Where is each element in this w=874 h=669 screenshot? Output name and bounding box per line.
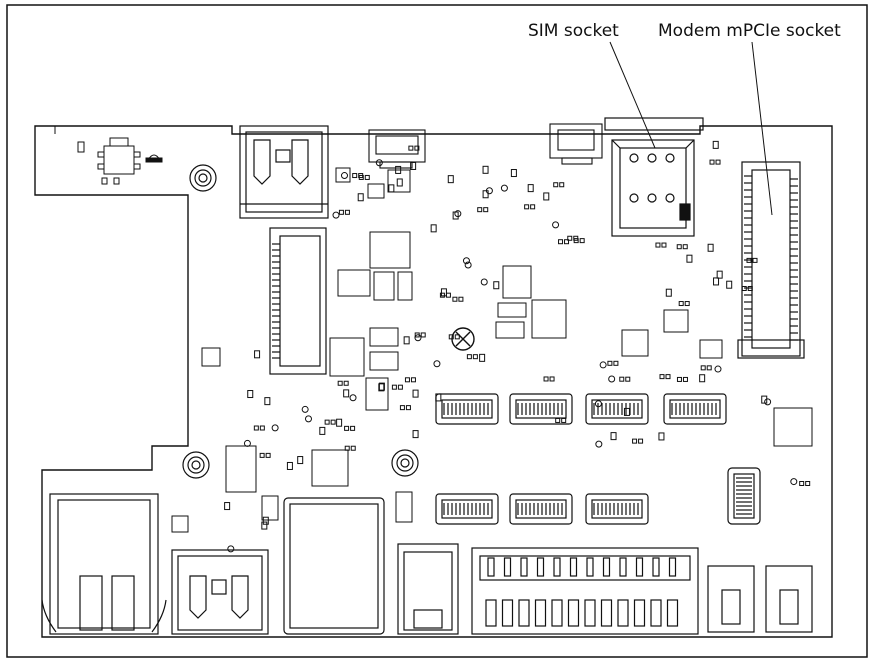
mounting-hole-icon	[182, 451, 210, 479]
board-outline	[34, 125, 833, 638]
outer-border	[6, 4, 868, 658]
vertical-b2b-connector	[727, 467, 761, 525]
micro-usb-top	[368, 129, 426, 169]
micro-usb-top-2	[549, 123, 603, 165]
tactile-switch	[77, 137, 163, 185]
card-connector-bottom	[397, 543, 459, 635]
passive-components	[224, 140, 811, 553]
large-connector-bottom	[283, 497, 385, 635]
sim-leader-line	[609, 41, 656, 149]
slide-switches	[707, 565, 813, 633]
sim-socket	[604, 117, 704, 237]
terminal-block	[471, 547, 699, 635]
board-to-board-connectors	[435, 393, 727, 525]
usb-a-connector-top	[239, 125, 329, 219]
usb-a-connector-bottom	[171, 549, 269, 635]
modem-leader-line	[751, 41, 773, 216]
sim-socket-label: SIM socket	[528, 21, 619, 41]
modem-socket-label: Modem mPCIe socket	[658, 21, 841, 41]
mounting-hole-icon	[189, 164, 217, 192]
rj45-jack	[41, 493, 167, 635]
m2-slot	[269, 227, 327, 375]
mounting-hole-icon	[391, 449, 419, 477]
mpcie-socket	[737, 161, 805, 359]
ic-components	[171, 167, 813, 533]
